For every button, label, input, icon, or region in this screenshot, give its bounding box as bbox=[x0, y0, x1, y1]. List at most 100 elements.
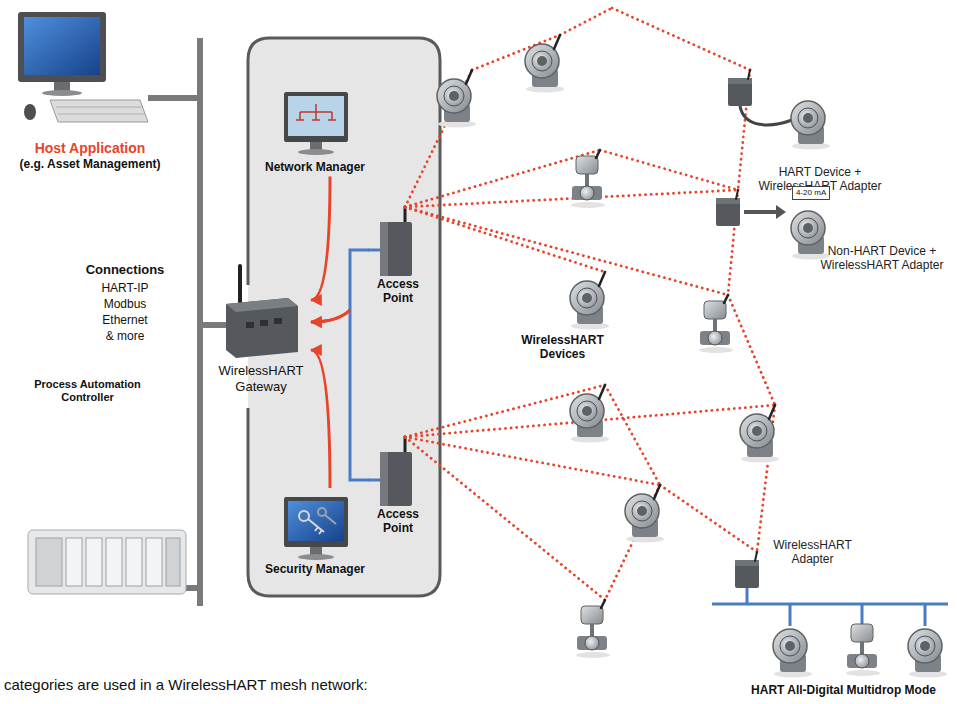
gateway-port bbox=[274, 318, 282, 324]
protocol-name: Modbus bbox=[55, 297, 195, 311]
key-icon bbox=[325, 515, 336, 524]
gateway-link bbox=[311, 350, 330, 488]
node-label: Host Application bbox=[15, 140, 165, 157]
gateway-link bbox=[311, 250, 369, 322]
hart-valve bbox=[846, 624, 880, 676]
mesh-link bbox=[405, 437, 605, 600]
controller-module bbox=[146, 538, 162, 586]
body-text: categories are used in a WirelessHART me… bbox=[4, 676, 524, 694]
wired-link bbox=[350, 250, 369, 310]
bus-stub bbox=[148, 95, 200, 101]
controller-module bbox=[106, 538, 122, 586]
transmitter bbox=[570, 272, 609, 330]
node-label: HART All-Digital Multidrop Mode bbox=[735, 683, 952, 697]
access-point-body bbox=[380, 452, 412, 506]
access-point-side bbox=[380, 222, 388, 276]
bus-segment bbox=[746, 586, 749, 604]
ap-link-stub bbox=[368, 479, 380, 482]
mesh-links bbox=[405, 8, 775, 600]
node-sublabel: (e.g. Asset Management) bbox=[15, 157, 165, 171]
mesh-link bbox=[405, 207, 728, 295]
wirelesshart-adapter bbox=[735, 552, 759, 588]
ap-antenna bbox=[404, 437, 407, 454]
gateway-link bbox=[311, 310, 369, 480]
controller-module bbox=[126, 538, 142, 586]
mesh-link bbox=[560, 8, 612, 35]
monitor-stand bbox=[310, 547, 322, 555]
monitor-screen bbox=[24, 17, 100, 75]
connections-heading: Connections bbox=[55, 262, 195, 278]
device-node: WirelessHART Devices bbox=[515, 333, 610, 362]
wired-link bbox=[350, 310, 369, 480]
mesh-link bbox=[605, 385, 660, 485]
monitor-stand bbox=[310, 142, 322, 150]
adapter-arrow bbox=[744, 210, 776, 214]
data-flow-arrow bbox=[311, 350, 330, 488]
mesh-link bbox=[405, 207, 605, 272]
access-point-side bbox=[380, 452, 388, 506]
bus-drop bbox=[861, 604, 864, 626]
mesh-link bbox=[660, 485, 757, 552]
monitor-screen bbox=[288, 501, 344, 541]
node-label: Network Manager bbox=[260, 160, 370, 174]
gateway-body bbox=[226, 298, 298, 358]
node-label: WirelessHART Gateway bbox=[213, 363, 309, 394]
ap-antenna bbox=[404, 207, 407, 224]
monitor-stand bbox=[54, 82, 70, 91]
manager-node: Network Manager bbox=[260, 88, 370, 174]
gateway-link bbox=[311, 176, 330, 300]
ap-link-stub bbox=[368, 249, 380, 252]
adapter-cable bbox=[740, 106, 792, 125]
non-hart-device bbox=[791, 211, 830, 260]
controller-module bbox=[36, 538, 62, 586]
host-node: Host Application(e.g. Asset Management) bbox=[15, 140, 165, 171]
mesh-link bbox=[405, 150, 600, 207]
keyboard-row bbox=[58, 114, 145, 115]
node-label: Non-HART Device + WirelessHART Adapter bbox=[812, 244, 952, 273]
mesh-link bbox=[612, 8, 750, 70]
node-label: Process Automation Controller bbox=[20, 378, 155, 404]
data-flow-arrow bbox=[311, 176, 330, 300]
access-point-body bbox=[380, 222, 412, 276]
adapter-arrowhead bbox=[776, 205, 786, 219]
transmitter bbox=[437, 70, 476, 128]
bus-segment bbox=[712, 603, 948, 606]
gateway-port bbox=[246, 322, 254, 328]
protocol-name: HART-IP bbox=[55, 281, 195, 295]
data-flow-arrow bbox=[311, 310, 350, 322]
adapter-node: WirelessHART Adapter bbox=[765, 538, 860, 567]
monitor-frame bbox=[18, 12, 106, 82]
controller-node: Process Automation Controller bbox=[20, 378, 155, 404]
gateway-node: WirelessHART Gateway bbox=[213, 285, 309, 394]
valve bbox=[699, 295, 733, 353]
transmitter bbox=[740, 405, 779, 463]
network-tree bbox=[296, 104, 336, 120]
node-label: Access Point bbox=[368, 507, 428, 536]
signal-box: 4-20 mA bbox=[792, 186, 830, 200]
mesh-link bbox=[728, 295, 775, 405]
wirelesshart-adapter bbox=[716, 190, 740, 226]
gateway-top bbox=[226, 298, 298, 312]
gateway-port bbox=[260, 320, 268, 326]
gateway-antenna bbox=[238, 266, 242, 302]
device-node: Non-HART Device + WirelessHART Adapter bbox=[812, 244, 952, 273]
data-flow-arrow bbox=[311, 310, 350, 322]
node-label: 4-20 mA bbox=[796, 188, 826, 198]
wirelesshart-adapter bbox=[728, 70, 752, 106]
monitor-base bbox=[298, 149, 334, 155]
bus-stub bbox=[200, 322, 226, 328]
hart-device bbox=[908, 629, 947, 678]
valve bbox=[571, 150, 605, 208]
controller-module bbox=[86, 538, 102, 586]
transmitter bbox=[525, 35, 564, 93]
controller-rack bbox=[28, 530, 186, 594]
bus-drop bbox=[789, 604, 792, 626]
access-point-node: Access Point bbox=[368, 205, 428, 306]
hart-device bbox=[791, 101, 830, 150]
mouse bbox=[24, 104, 36, 120]
node-label: Security Manager bbox=[260, 562, 370, 576]
transmitter bbox=[625, 485, 664, 543]
key-icon bbox=[308, 519, 324, 534]
